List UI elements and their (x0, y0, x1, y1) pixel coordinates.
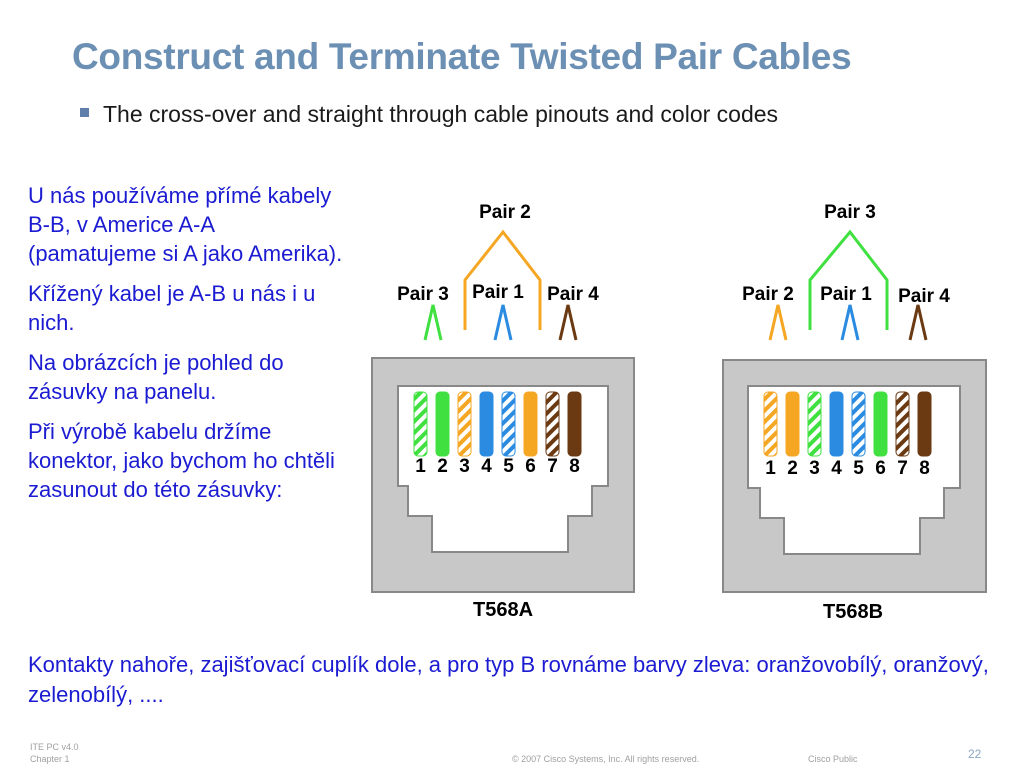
wire-1-green-white (413, 391, 428, 457)
wire-6-green (873, 391, 888, 457)
wire-4-blue (479, 391, 494, 457)
pin-number-8: 8 (919, 458, 930, 479)
pair-label-left: Pair 3 (397, 284, 449, 305)
wire-3-orange-white (457, 391, 472, 457)
footer-classification: Cisco Public (808, 754, 858, 764)
wire-1-orange-white (763, 391, 778, 457)
bullet-item: The cross-over and straight through cabl… (80, 101, 778, 128)
instruction-text: Kontakty nahoře, zajišťovací cuplík dole… (28, 652, 989, 707)
paragraph-3: Na obrázcích je pohled do zásuvky na pan… (28, 350, 284, 404)
pair-top-wire (808, 229, 889, 330)
pair-label-center: Pair 1 (820, 284, 872, 305)
pair-label-left: Pair 2 (742, 284, 794, 305)
wire-2-orange (785, 391, 800, 457)
pin-number-6: 6 (875, 458, 886, 479)
wire-slots-t568b (763, 391, 932, 457)
pin-number-2: 2 (437, 456, 448, 477)
pair-center-wire (840, 304, 860, 341)
pin-number-3: 3 (459, 456, 470, 477)
pin-number-7: 7 (547, 456, 558, 477)
pair-right-wire (558, 304, 578, 341)
wire-slots-t568a (413, 391, 582, 457)
wire-8-brown (567, 391, 582, 457)
pin-number-4: 4 (481, 456, 492, 477)
paragraph-4: Při výrobě kabelu držíme konektor, jako … (28, 419, 335, 502)
pin-number-7: 7 (897, 458, 908, 479)
wire-2-green (435, 391, 450, 457)
pin-number-3: 3 (809, 458, 820, 479)
wire-5-blue-white (851, 391, 866, 457)
pin-number-6: 6 (525, 456, 536, 477)
wire-3-green-white (807, 391, 822, 457)
pin-number-1: 1 (765, 458, 776, 479)
wire-5-blue-white (501, 391, 516, 457)
footer-course-name: ITE PC v4.0 (30, 742, 79, 752)
footer-copyright: © 2007 Cisco Systems, Inc. All rights re… (512, 754, 700, 764)
footer-chapter: Chapter 1 (30, 754, 70, 764)
page-number: 22 (968, 747, 982, 761)
slide-title: Construct and Terminate Twisted Pair Cab… (72, 36, 852, 77)
pin-number-2: 2 (787, 458, 798, 479)
pair-left-wire (423, 304, 443, 341)
wire-7-brown-white (895, 391, 910, 457)
pin-number-8: 8 (569, 456, 580, 477)
standard-label-t568a: T568A (473, 599, 533, 621)
pair-right-wire (908, 304, 928, 341)
pair-label-right: Pair 4 (898, 286, 950, 307)
pair-center-wire (493, 304, 513, 341)
wire-4-blue (829, 391, 844, 457)
pair-left-wire (768, 304, 788, 341)
paragraph-2: Křížený kabel je A-B u nás i u nich. (28, 281, 316, 335)
pin-number-1: 1 (415, 456, 426, 477)
wire-6-orange (523, 391, 538, 457)
bullet-text: The cross-over and straight through cabl… (103, 101, 779, 127)
square-bullet-icon (80, 108, 89, 117)
pair-label-top: Pair 2 (479, 202, 531, 223)
footer-course: ITE PC v4.0 Chapter 1 (30, 741, 79, 765)
pair-label-right: Pair 4 (547, 284, 599, 305)
standard-label-t568b: T568B (823, 601, 883, 623)
pin-number-5: 5 (853, 458, 864, 479)
pair-label-center: Pair 1 (472, 282, 524, 303)
paragraph-1: U nás používáme přímé kabely B-B, v Amer… (28, 183, 343, 266)
pin-number-5: 5 (503, 456, 514, 477)
pair-label-top: Pair 3 (824, 202, 876, 223)
wire-7-brown-white (545, 391, 560, 457)
explanation-text: U nás používáme přímé kabely B-B, v Amer… (28, 181, 348, 515)
pair-top-wire (463, 229, 542, 330)
pin-number-4: 4 (831, 458, 842, 479)
wire-8-brown (917, 391, 932, 457)
